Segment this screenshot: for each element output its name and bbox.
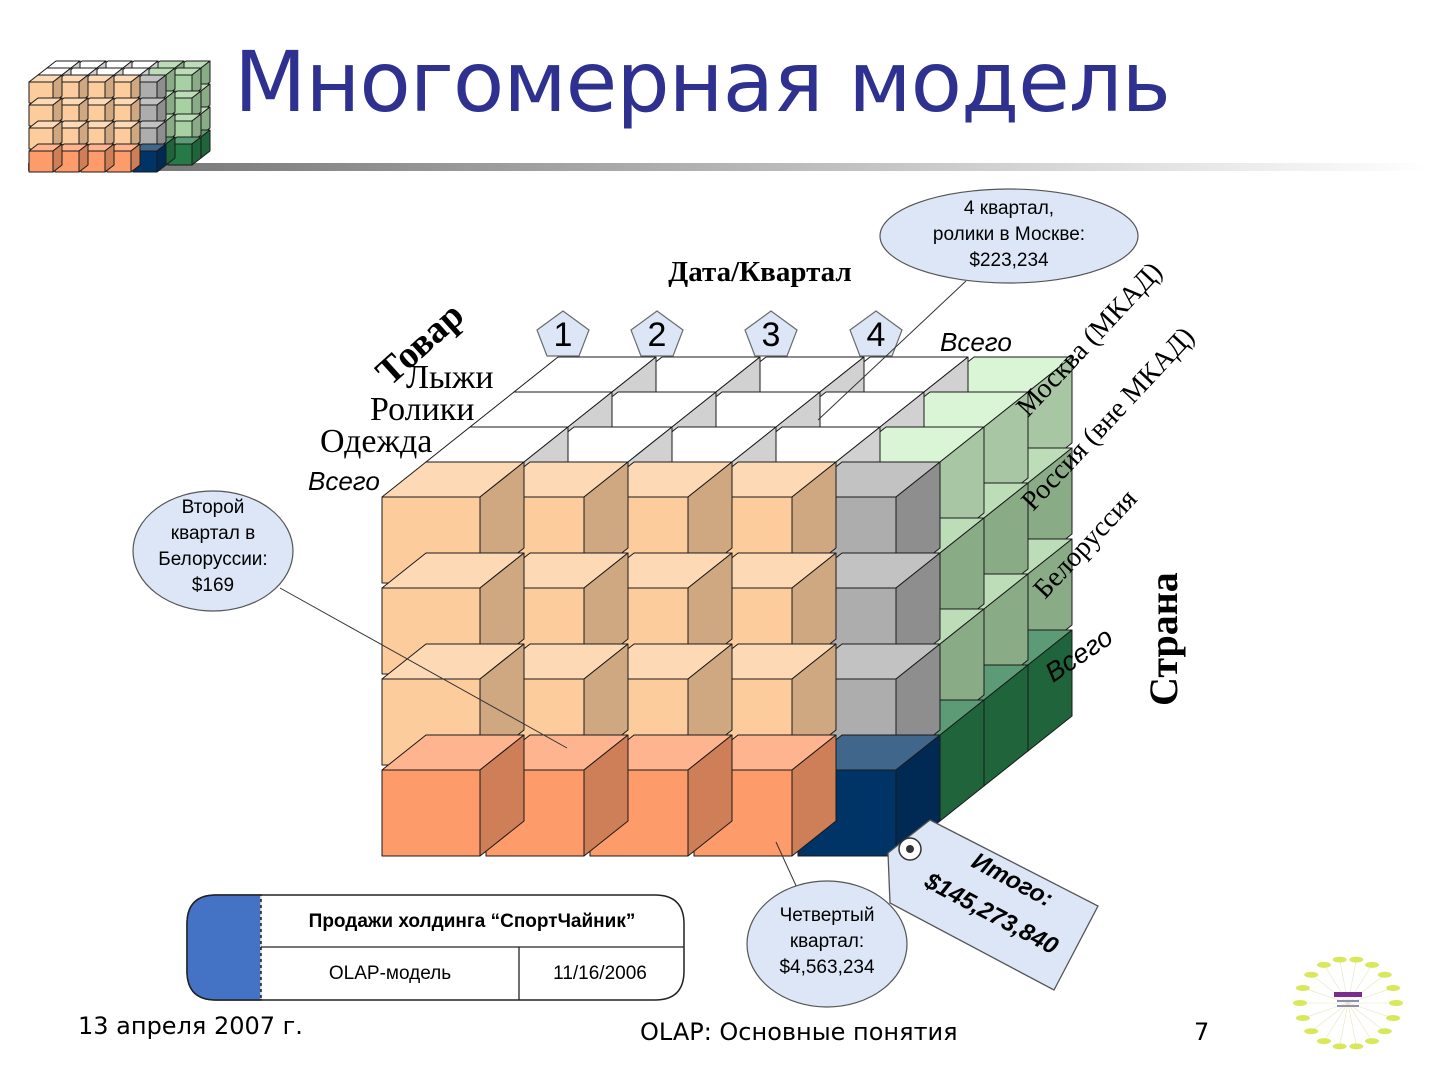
svg-text:3: 3 — [762, 316, 781, 354]
mindmap-node — [1333, 957, 1347, 963]
svg-text:Второй: Второй — [182, 497, 245, 518]
callout-q4-total: Четвертый квартал: $4,563,234 — [747, 881, 907, 1007]
legend-title: Продажи холдинга “СпортЧайник” — [309, 911, 636, 932]
mindmap-node — [1386, 985, 1400, 991]
svg-text:Четвертый: Четвертый — [780, 905, 875, 926]
svg-text:квартал:: квартал: — [790, 931, 864, 952]
footer-presentation-title: OLAP: Основные понятия — [640, 1018, 958, 1046]
product-label: Одежда — [320, 423, 432, 460]
mindmap-node — [1389, 1000, 1403, 1006]
legend-box: Продажи холдинга “СпортЧайник” OLAP-моде… — [187, 895, 684, 1000]
grand-total-tag: Итого: $145,273,840 — [888, 820, 1098, 990]
olap-cube — [382, 357, 1072, 856]
mindmap-node — [1333, 1043, 1347, 1049]
legend-color-swatch — [187, 895, 261, 1000]
logo-cube-icon — [29, 61, 210, 172]
date-total-label: Всего — [940, 327, 1012, 357]
mindmap-node — [1365, 1038, 1379, 1044]
mindmap-node — [1378, 972, 1392, 978]
axis-country-label: Страна — [1141, 572, 1186, 706]
svg-text:Белоруссии:: Белоруссии: — [158, 549, 267, 570]
callout-q4-moscow: 4 квартал, ролики в Москве: $223,234 — [880, 189, 1138, 283]
mindmap-node — [1349, 1043, 1363, 1049]
title-underline — [28, 163, 1430, 171]
svg-text:ролики в Москве:: ролики в Москве: — [933, 224, 1085, 245]
page-number: 7 — [1194, 1018, 1209, 1046]
axis-date-label: Дата/Квартал — [668, 256, 851, 288]
mindmap-node — [1365, 962, 1379, 968]
quarter-marker: 2 — [631, 311, 683, 356]
svg-text:квартал в: квартал в — [171, 523, 255, 544]
quarter-marker: 3 — [745, 311, 797, 356]
svg-text:2: 2 — [648, 316, 667, 354]
mindmap-node — [1296, 985, 1310, 991]
svg-text:$169: $169 — [192, 575, 234, 596]
mindmap-node — [1386, 1015, 1400, 1021]
footer-date: 13 апреля 2007 г. — [78, 1012, 303, 1040]
callout-q2-belarus: Второй квартал в Белоруссии: $169 — [133, 491, 293, 611]
product-total-label: Всего — [308, 466, 380, 496]
mindmap-node — [1317, 962, 1331, 968]
mindmap-node — [1378, 1028, 1392, 1034]
cube-cell — [382, 735, 524, 856]
svg-text:4 квартал,: 4 квартал, — [964, 198, 1054, 219]
legend-model: OLAP-модель — [329, 963, 451, 984]
svg-text:$223,234: $223,234 — [969, 250, 1049, 271]
mindmap-node — [1317, 1038, 1331, 1044]
mindmap-node — [1304, 972, 1318, 978]
quarter-marker: 4 — [850, 311, 902, 356]
svg-text:1: 1 — [554, 316, 573, 354]
mindmap-thumbnail-icon — [1293, 957, 1403, 1050]
mindmap-node — [1349, 957, 1363, 963]
mindmap-node — [1293, 1000, 1307, 1006]
logo-cell — [29, 144, 62, 172]
legend-date: 11/16/2006 — [553, 963, 647, 984]
mindmap-node — [1296, 1015, 1310, 1021]
quarter-marker: 1 — [537, 311, 589, 356]
svg-text:4: 4 — [867, 316, 886, 354]
svg-text:$4,563,234: $4,563,234 — [779, 957, 875, 978]
mindmap-node — [1304, 1028, 1318, 1034]
